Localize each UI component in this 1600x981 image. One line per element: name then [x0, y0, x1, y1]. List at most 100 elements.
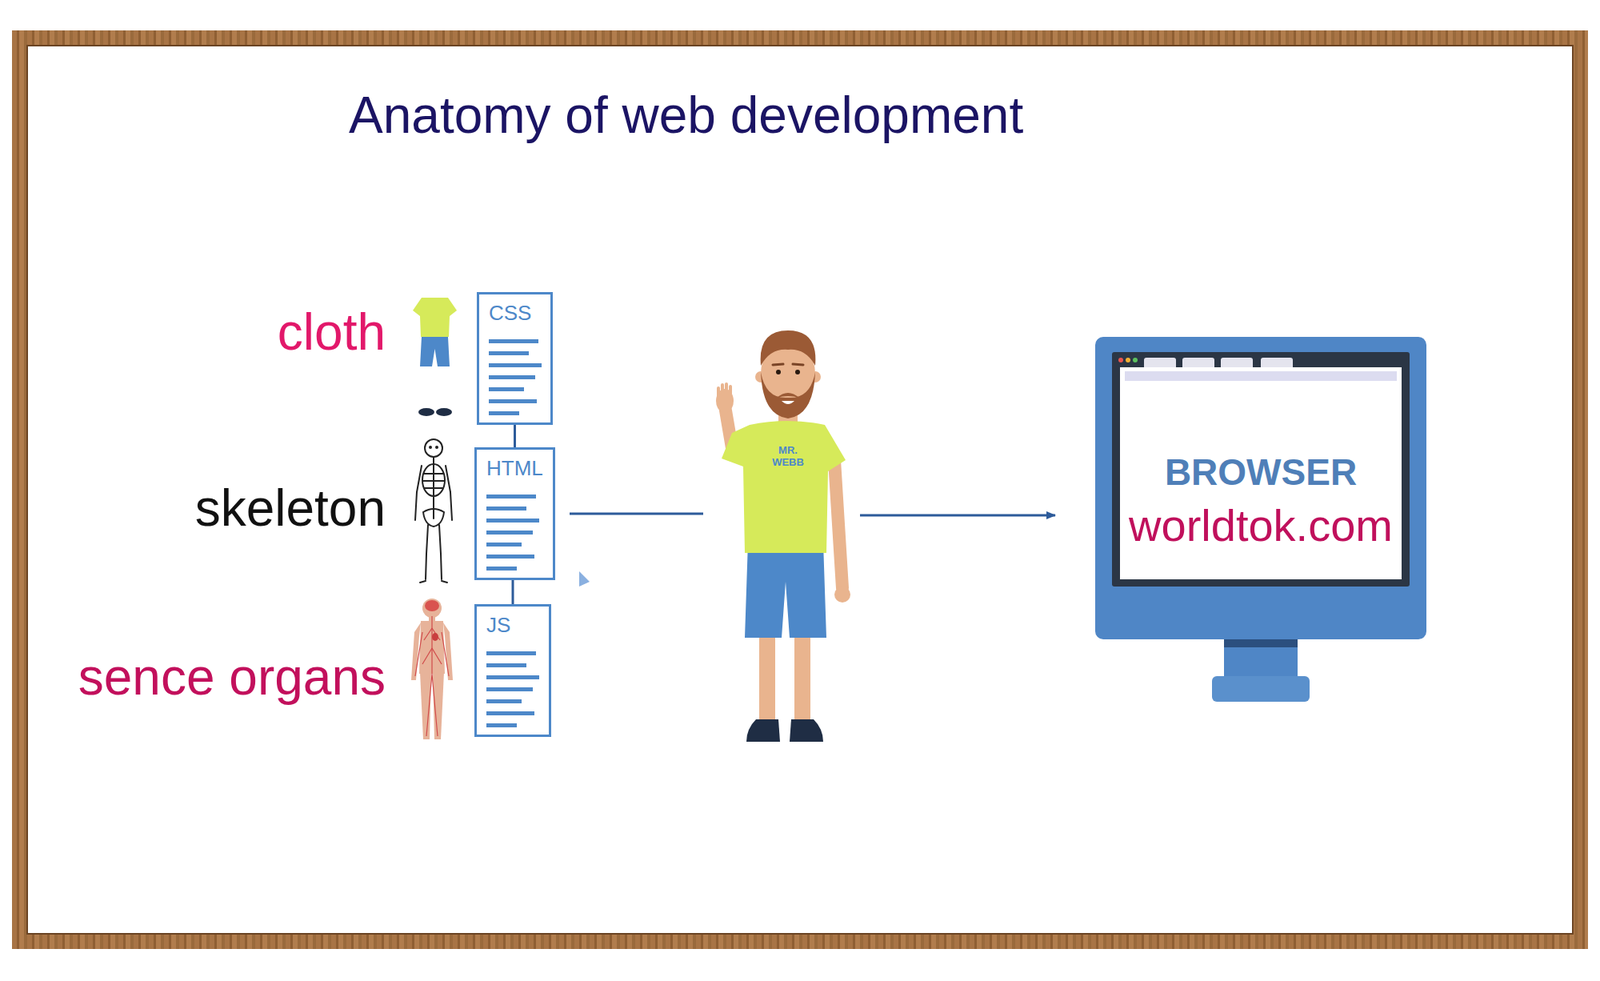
- arm-bone: [445, 465, 451, 492]
- ribcage-shape: [422, 464, 445, 496]
- rib-bone: [423, 480, 444, 482]
- code-line: [486, 723, 517, 728]
- window-dot: [1132, 357, 1138, 363]
- shoes-part: [789, 719, 824, 742]
- window-dot: [1118, 357, 1124, 363]
- legs: [759, 628, 811, 723]
- code-line: [486, 566, 517, 571]
- monitor-stand: [1212, 637, 1310, 702]
- arm-bone: [450, 492, 452, 520]
- eye-socket: [435, 445, 439, 449]
- arm-bone: [416, 465, 422, 492]
- file-type-label: CSS: [488, 300, 532, 325]
- shorts: [744, 541, 827, 638]
- arms-part: [834, 460, 843, 588]
- eye-socket: [428, 445, 432, 449]
- code-line: [486, 699, 522, 704]
- screen-bezel: BROWSERworldtok.com: [1112, 352, 1410, 587]
- code-line: [486, 530, 533, 535]
- developer-figure: MR. WEBB: [708, 324, 860, 748]
- code-line: [486, 675, 540, 680]
- hands-part: [720, 383, 724, 395]
- browser-tab: [1144, 357, 1176, 368]
- nerve-lines-part: [431, 616, 432, 674]
- code-line: [486, 663, 527, 668]
- browser-viewport: BROWSERworldtok.com: [1120, 367, 1402, 580]
- browser-heading: BROWSER: [1164, 452, 1357, 493]
- part-label: cloth: [277, 301, 386, 363]
- shorts-shape: [420, 336, 450, 367]
- connector-line: [512, 580, 515, 604]
- leg-bone: [439, 524, 441, 554]
- viewport-content: BROWSERworldtok.com: [1120, 386, 1402, 580]
- leg-bone: [426, 524, 428, 554]
- code-line: [486, 542, 522, 547]
- hands-part: [728, 384, 732, 396]
- nerve-lines-part: [422, 628, 442, 664]
- mouse-cursor: [579, 571, 590, 587]
- code-line: [488, 375, 536, 380]
- rib-bone: [424, 487, 443, 489]
- head-part: [760, 372, 816, 419]
- head: [755, 330, 821, 419]
- rib-bone: [424, 472, 444, 475]
- head-part: [776, 369, 781, 375]
- stand-base: [1212, 676, 1310, 702]
- shoes: [746, 719, 824, 742]
- head-part: [795, 369, 800, 375]
- code-file-box: CSS: [476, 292, 553, 425]
- arm-bone: [415, 492, 417, 520]
- browser-tab: [1182, 357, 1215, 368]
- head-part: [781, 400, 795, 404]
- browser-tab: [1260, 357, 1293, 368]
- code-line: [486, 554, 535, 559]
- shoe-shape: [436, 408, 452, 416]
- developer-drawing: [708, 324, 860, 748]
- part-label: sence organs: [78, 646, 386, 708]
- nerve-lines-part: [415, 632, 449, 676]
- hands-part: [724, 382, 728, 394]
- legs-part: [759, 628, 776, 723]
- connector-line: [569, 512, 704, 516]
- code-line: [486, 711, 535, 716]
- hands-part: [716, 386, 720, 398]
- head-part: [776, 392, 800, 398]
- code-line: [488, 387, 524, 392]
- code-line: [486, 494, 536, 499]
- legs-part: [794, 628, 811, 723]
- code-line: [486, 518, 540, 523]
- foot-bone: [441, 580, 448, 583]
- tshirt-shape: [412, 297, 457, 337]
- part-label: skeleton: [195, 477, 386, 539]
- pelvis-bone: [423, 508, 444, 527]
- clothed-figure: [412, 297, 457, 416]
- brain-shape: [424, 600, 440, 612]
- code-line: [488, 339, 539, 344]
- code-line: [488, 351, 529, 356]
- code-file-box: JS: [474, 604, 552, 737]
- file-type-label: HTML: [486, 456, 544, 480]
- hands-part: [834, 586, 851, 603]
- shirt-print: MR. WEBB: [768, 444, 808, 468]
- code-file-box: HTML: [474, 447, 556, 580]
- head-shape: [422, 598, 442, 618]
- diagram-title: Anatomy of web development: [348, 84, 1024, 146]
- shirt: [721, 420, 846, 553]
- leg-bone: [425, 553, 427, 580]
- nerve-lines-part: [426, 673, 438, 736]
- leg-bone: [440, 553, 442, 580]
- shoes-part: [746, 719, 780, 742]
- connector-line: [513, 424, 516, 448]
- code-line: [488, 363, 542, 368]
- organs-figure: [411, 598, 453, 740]
- foot-bone: [420, 580, 426, 583]
- connector-arrow: [860, 514, 1056, 517]
- skull-shape: [424, 439, 443, 457]
- code-line: [488, 411, 520, 416]
- browser-tab: [1220, 357, 1253, 368]
- address-bar: [1124, 371, 1397, 381]
- browser-monitor: BROWSERworldtok.com: [1095, 336, 1427, 640]
- heart-shape: [432, 632, 439, 641]
- shoe-shape: [418, 408, 435, 416]
